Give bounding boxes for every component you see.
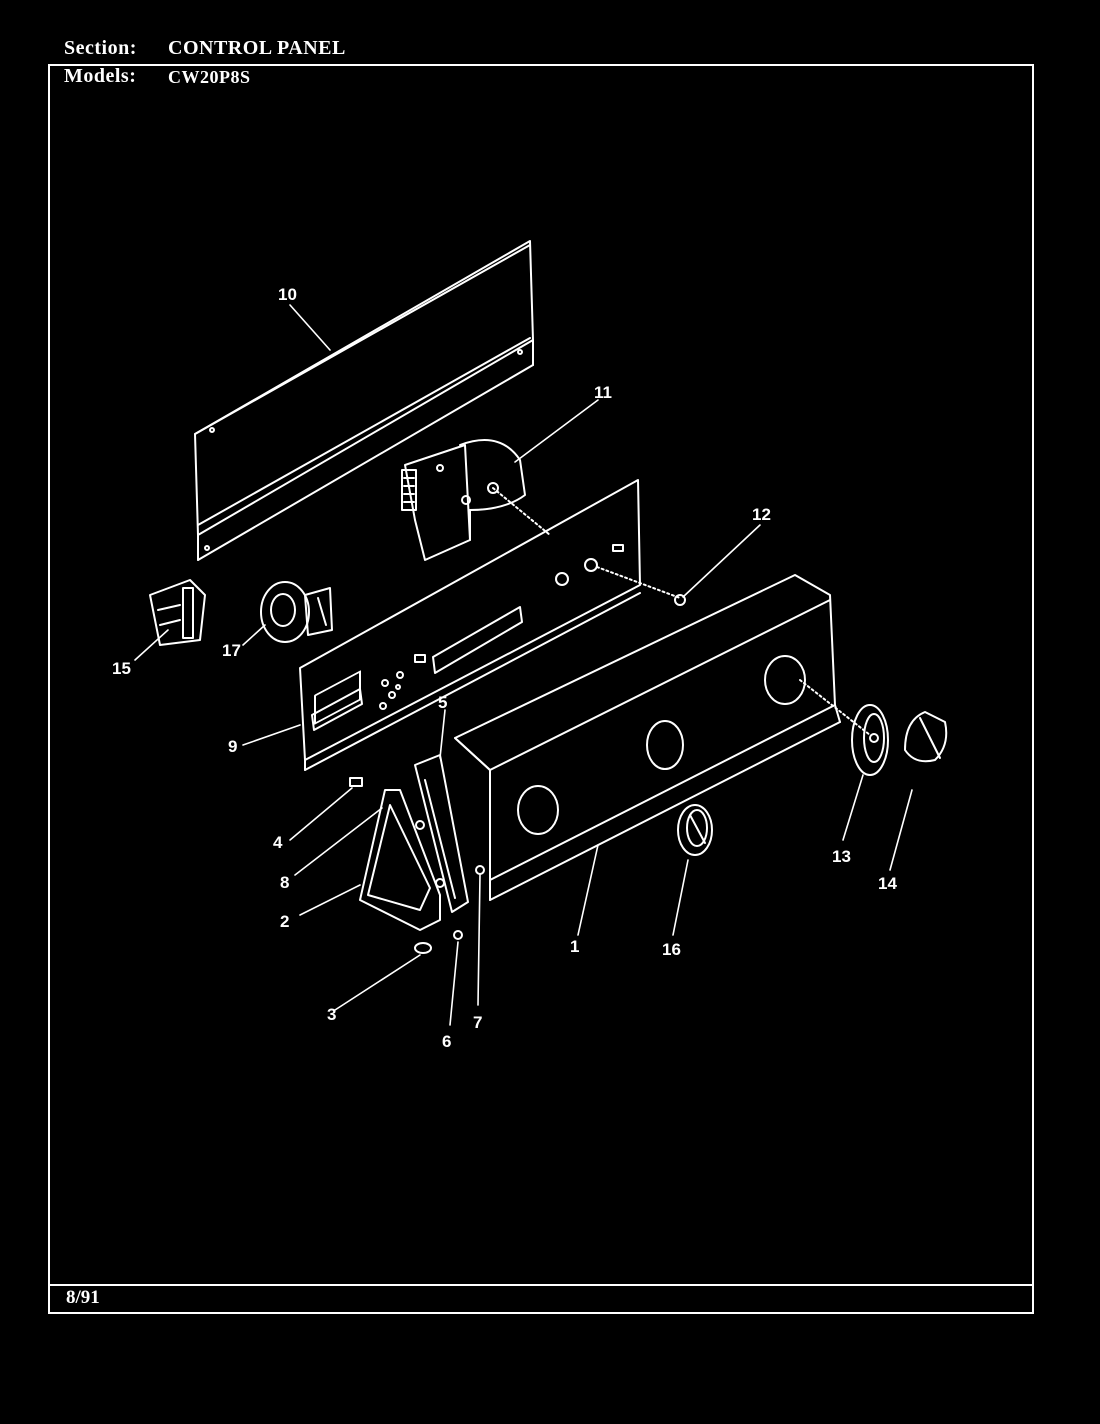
part-14-timer-knob [904,711,948,763]
part-16-knob [677,804,713,856]
part-9-console-backpanel [299,479,681,771]
part-11-timer [401,439,551,561]
callout-3: 3 [327,1005,336,1024]
callout-14: 14 [878,874,897,893]
callout-16: 16 [662,940,681,959]
part-17-pressure-switch [260,581,333,643]
callout-10: 10 [278,285,297,304]
revision-date: 8/91 [66,1287,100,1308]
part-10-rear-panel [194,240,534,561]
callout-9: 9 [228,737,237,756]
part-4-clip [349,777,363,787]
footer-divider [48,1284,1034,1286]
callout-13: 13 [832,847,851,866]
callout-12: 12 [752,505,771,524]
section-value: CONTROL PANEL [168,37,346,59]
callout-5: 5 [438,693,447,712]
callout-7: 7 [473,1013,482,1032]
part-5-strip [414,754,469,913]
models-value: CW20P8S [168,67,251,87]
models-label: Models: [64,65,137,87]
callout-8: 8 [280,873,289,892]
part-7-screw [475,865,485,875]
callout-11: 11 [594,383,612,402]
leader-lines [134,304,913,1026]
callout-2: 2 [280,912,289,931]
part-15-switch [149,579,206,646]
callout-17: 17 [222,641,241,660]
part-12-screw [674,594,686,606]
part-6-screw [453,930,463,940]
section-label: Section: [64,37,137,59]
callout-labels: 10 11 12 15 17 9 5 4 8 2 3 6 7 1 16 13 1… [112,285,897,1051]
part-13-dial-skirt [851,704,889,776]
part-2-bracket [359,789,445,931]
diagram-frame [48,64,1034,1314]
callout-4: 4 [273,833,283,852]
part-1-console-front [454,574,871,901]
callout-15: 15 [112,659,131,678]
part-3-clip [414,942,432,954]
callout-1: 1 [570,937,579,956]
callout-6: 6 [442,1032,451,1051]
